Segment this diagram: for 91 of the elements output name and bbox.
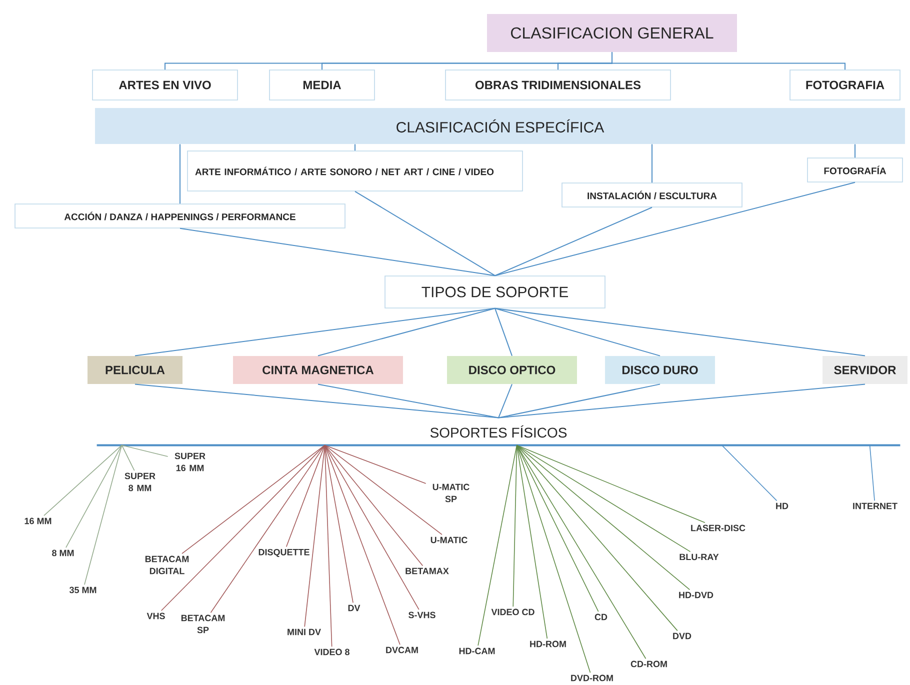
format-label: S-VHS	[408, 612, 436, 618]
heading-band: CLASIFICACIÓN ESPECÍFICA	[95, 108, 905, 144]
connector-line	[516, 444, 690, 590]
connector-line	[84, 444, 122, 585]
format-label: HD-CAM	[459, 648, 495, 654]
format-label: SUPER 16 MM	[174, 452, 206, 472]
format-label: LASER-DISC	[691, 524, 746, 532]
format-label: BLU-RAY	[680, 554, 719, 560]
category-box: ARTE INFORMÁTICO / ARTE SONORO / NET ART / CINE / VIDEO	[187, 150, 523, 192]
connector-line	[869, 444, 875, 502]
connector-line	[498, 384, 866, 418]
type-box: DISCO OPTICO	[447, 356, 577, 384]
connector-line	[121, 444, 135, 471]
connector-line	[516, 444, 599, 612]
format-label: 35 MM	[69, 586, 96, 594]
connector-line	[160, 444, 326, 611]
connector-line	[318, 308, 496, 356]
connector-line	[318, 384, 499, 418]
heading-with-bar: SOPORTES FÍSICOS	[96, 425, 900, 446]
connector-line	[304, 444, 326, 628]
format-label: 16 MM	[24, 518, 52, 524]
connector-line	[494, 182, 856, 276]
connector-line	[121, 444, 168, 457]
connector-line	[324, 444, 426, 484]
category-box: MEDIA	[269, 70, 375, 100]
connector-line	[354, 190, 496, 276]
format-label: BETACAM DIGITAL	[145, 556, 189, 574]
format-label: BETAMAX	[406, 568, 449, 574]
connector-line	[44, 444, 122, 516]
format-label: DV	[348, 604, 360, 612]
connector-line	[494, 308, 660, 356]
connector-line	[182, 444, 326, 554]
connector-line	[498, 384, 660, 418]
format-label: CD-ROM	[630, 660, 667, 668]
connector-line	[612, 52, 846, 70]
format-label: VHS	[146, 612, 165, 620]
type-box: SERVIDOR	[822, 356, 908, 384]
connector-line	[478, 444, 518, 646]
format-label: MINI DV	[288, 628, 321, 636]
connector-line	[324, 444, 354, 604]
connector-line	[286, 444, 326, 548]
connector-line	[512, 444, 518, 607]
format-label: VIDEO CD	[491, 608, 534, 616]
category-box: ACCIÓN / DANZA / HAPPENINGS / PERFORMANCE	[14, 204, 346, 228]
category-box: OBRAS TRIDIMENSIONALES	[445, 70, 671, 100]
format-label: DVCAM	[386, 646, 418, 654]
connector-line	[494, 308, 866, 356]
heading-box: TIPOS DE SOPORTE	[384, 276, 606, 308]
format-label: CD	[594, 614, 608, 620]
category-box: FOTOGRAFÍA	[807, 158, 903, 182]
connector-line	[354, 144, 356, 152]
title-box: CLASIFICACION GENERAL	[487, 14, 737, 52]
format-label: VIDEO 8	[314, 648, 350, 656]
type-box: DISCO DURO	[605, 356, 715, 384]
connector-line	[516, 444, 646, 659]
connector-line	[324, 444, 420, 610]
connector-line	[516, 444, 591, 673]
category-box: FOTOGRAFIA	[790, 70, 900, 100]
connector-line	[324, 444, 332, 647]
connector-line	[134, 308, 496, 356]
connector-line	[210, 444, 326, 613]
connector-line	[721, 444, 778, 502]
connector-line	[324, 444, 442, 535]
connector-line	[494, 308, 512, 356]
type-box: CINTA MAGNETICA	[233, 356, 403, 384]
format-label: HD	[776, 502, 788, 510]
format-label: HD-ROM	[530, 640, 566, 648]
format-label: 8 MM	[52, 550, 74, 556]
connector-line	[516, 444, 706, 523]
format-label: U-MATIC	[430, 536, 468, 544]
format-label: BETACAM SP	[181, 614, 225, 634]
connector-line	[516, 444, 691, 552]
format-label: INTERNET	[853, 502, 898, 510]
connector-line	[324, 444, 424, 566]
category-box: ARTES EN VIVO	[92, 70, 238, 100]
format-label: U-MATIC SP	[432, 484, 470, 502]
connector-line	[66, 444, 122, 548]
connector-line	[516, 444, 678, 632]
connector-line	[516, 444, 548, 639]
format-label: DVD-ROM	[571, 674, 613, 682]
connector-line	[854, 144, 856, 158]
category-box: INSTALACIÓN / ESCULTURA	[562, 182, 742, 208]
format-label: DISQUETTE	[258, 548, 310, 558]
connector-line	[324, 444, 400, 645]
format-label: SUPER 8 MM	[124, 472, 156, 492]
format-label: HD-DVD	[679, 592, 714, 598]
connector-line	[498, 384, 512, 418]
connector-line	[180, 228, 496, 276]
connector-line	[494, 206, 652, 276]
type-box: PELICULA	[88, 356, 182, 384]
format-label: DVD	[673, 632, 692, 640]
